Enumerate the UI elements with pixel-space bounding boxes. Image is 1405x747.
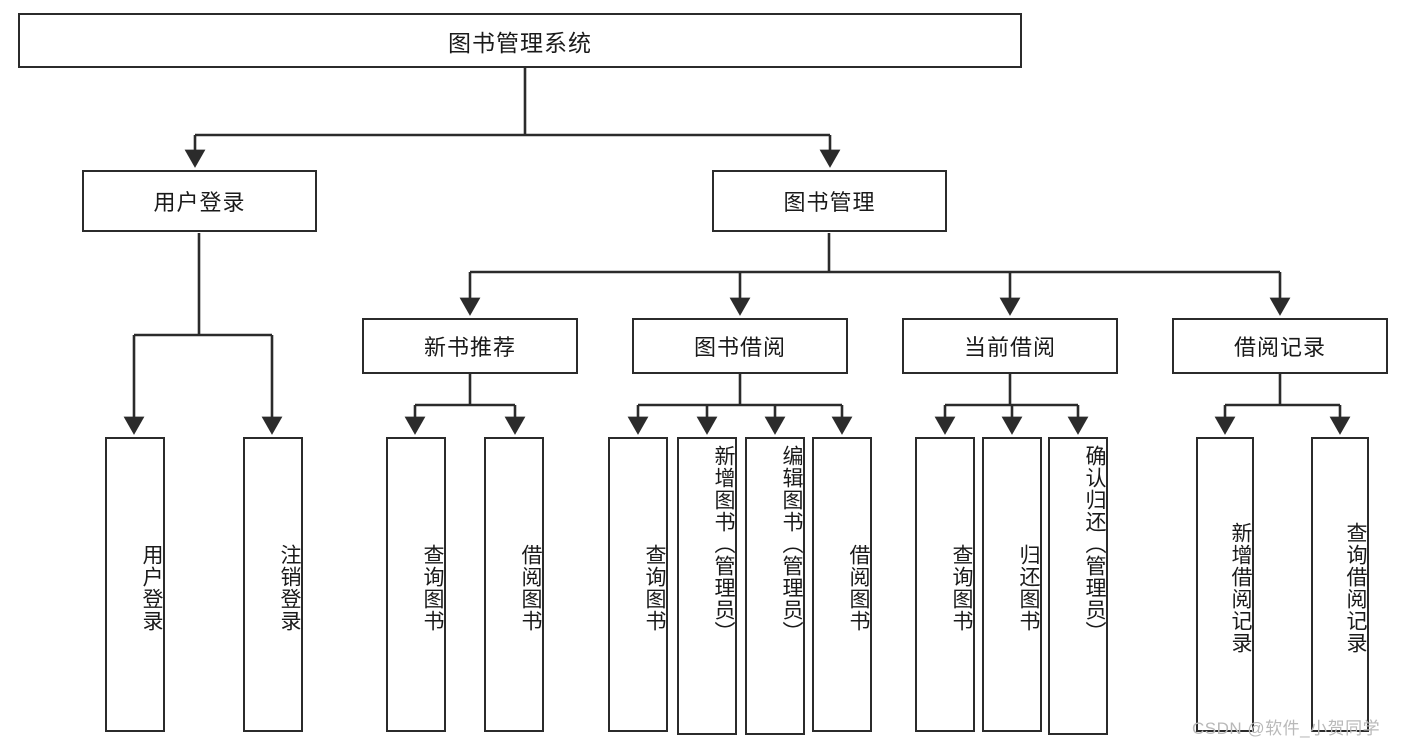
node-label: 注销登录 <box>278 543 301 632</box>
leaf-user-login[interactable]: 用户登录 <box>105 437 165 732</box>
csdn-watermark: CSDN @软件_小贺同学 <box>1192 719 1381 738</box>
node-book-borrow[interactable]: 图书借阅 <box>632 318 848 374</box>
node-label: 图书管理系统 <box>448 29 592 56</box>
node-label: 归还图书 <box>1017 543 1040 632</box>
leaf-query-book-current[interactable]: 查询图书 <box>915 437 975 732</box>
node-label: 借阅图书 <box>519 543 542 632</box>
node-root-book-management-system[interactable]: 图书管理系统 <box>18 13 1022 68</box>
node-label: 查询图书 <box>643 543 666 632</box>
node-label: 查询图书 <box>950 543 973 632</box>
leaf-return-book[interactable]: 归还图书 <box>982 437 1042 732</box>
leaf-add-borrow-record[interactable]: 新增借阅记录 <box>1196 437 1254 732</box>
node-label: 图书借阅 <box>693 335 786 360</box>
node-label: 用户登录 <box>140 543 163 632</box>
node-label: 新增借阅记录 <box>1229 521 1252 654</box>
leaf-query-borrow-record[interactable]: 查询借阅记录 <box>1311 437 1369 732</box>
node-label: 用户登录 <box>153 190 246 215</box>
leaf-query-book-recommend[interactable]: 查询图书 <box>386 437 446 732</box>
node-label: 查询图书 <box>421 543 444 632</box>
node-current-borrow[interactable]: 当前借阅 <box>902 318 1118 374</box>
node-label: 当前借阅 <box>963 335 1056 360</box>
leaf-add-book-admin[interactable]: 新增图书（管理员） <box>677 437 737 735</box>
leaf-confirm-return-admin[interactable]: 确认归还（管理员） <box>1048 437 1108 735</box>
node-borrow-record[interactable]: 借阅记录 <box>1172 318 1388 374</box>
leaf-borrow-book-recommend[interactable]: 借阅图书 <box>484 437 544 732</box>
node-label: 查询借阅记录 <box>1344 521 1367 654</box>
node-label: 新书推荐 <box>423 335 516 360</box>
node-label: 图书管理 <box>783 190 876 215</box>
node-label: 确认归还（管理员） <box>1083 445 1106 643</box>
leaf-query-book-borrow[interactable]: 查询图书 <box>608 437 668 732</box>
node-label: 借阅图书 <box>847 543 870 632</box>
leaf-edit-book-admin[interactable]: 编辑图书（管理员） <box>745 437 805 735</box>
leaf-logout[interactable]: 注销登录 <box>243 437 303 732</box>
node-label: 借阅记录 <box>1233 335 1326 360</box>
node-label: 新增图书（管理员） <box>712 445 735 643</box>
node-user-login[interactable]: 用户登录 <box>82 170 317 232</box>
node-label: 编辑图书（管理员） <box>780 445 803 643</box>
leaf-borrow-book[interactable]: 借阅图书 <box>812 437 872 732</box>
node-book-management[interactable]: 图书管理 <box>712 170 947 232</box>
node-new-book-recommend[interactable]: 新书推荐 <box>362 318 578 374</box>
